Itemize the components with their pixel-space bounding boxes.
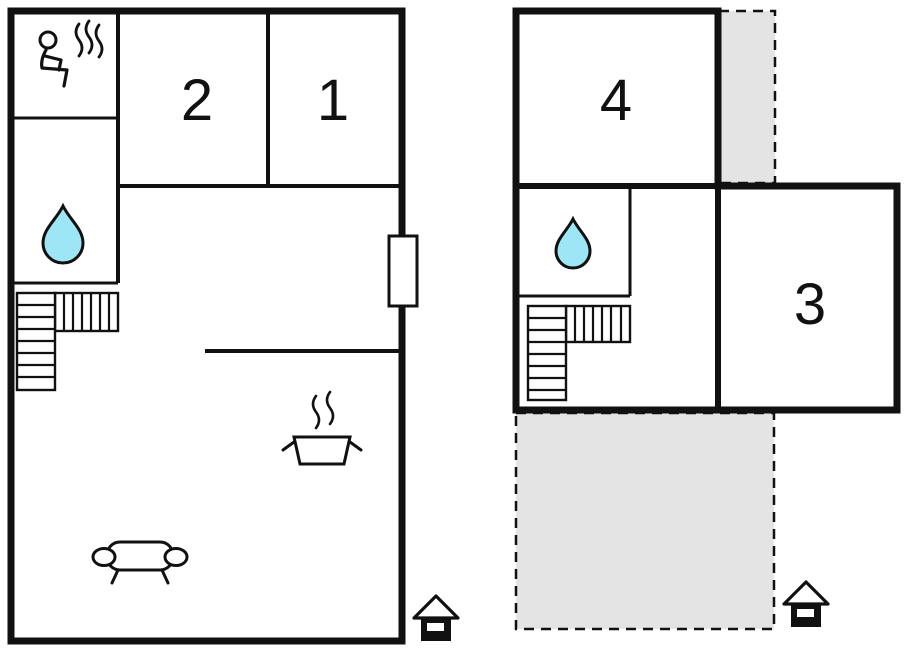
- sauna-person-head: [38, 30, 58, 50]
- pot-body: [292, 435, 352, 466]
- room-label-4: 4: [600, 68, 632, 133]
- heat-waves-icon: [74, 19, 104, 59]
- floor-2-plan: 4 3: [512, 7, 901, 631]
- house-roof: [782, 580, 830, 606]
- sofa-icon: [91, 540, 189, 585]
- sauna-person-icon: [38, 30, 69, 88]
- steam-icon: [311, 390, 335, 430]
- entrance-house-icon: [782, 580, 830, 627]
- stairs-flight-horizontal: [53, 291, 120, 333]
- stairs-steps-horizontal: [573, 306, 623, 342]
- window-door-icon: [387, 234, 419, 308]
- sauna-person-arm: [43, 54, 63, 72]
- stairs-steps-horizontal: [62, 293, 111, 331]
- floor2-outer-wall: [512, 7, 901, 414]
- entrance-house-icon: [412, 594, 460, 641]
- house-roof: [412, 594, 460, 620]
- room-label-2: 2: [181, 68, 213, 133]
- terrace-area-bottom: [514, 411, 776, 631]
- house-window: [427, 623, 444, 631]
- house-window: [797, 609, 814, 617]
- room-label-1: 1: [317, 68, 349, 133]
- terrace-area-top: [717, 9, 777, 185]
- room-label-3: 3: [794, 272, 826, 337]
- cooking-pot-icon: [281, 435, 363, 466]
- pot-handles: [281, 440, 363, 452]
- stairs-steps-vertical: [528, 316, 566, 392]
- water-drop-icon: [554, 215, 592, 270]
- stairs-steps-vertical: [17, 303, 55, 379]
- sofa-arm-left: [91, 547, 117, 567]
- stairs-icon: [15, 291, 120, 392]
- floor-1-plan: 2 1: [7, 7, 460, 645]
- sofa-arm-right: [163, 547, 189, 567]
- sofa-legs: [110, 568, 170, 585]
- sofa-body: [105, 540, 175, 572]
- water-drop-icon: [41, 202, 85, 265]
- stairs-icon: [526, 304, 632, 402]
- sauna-person-body: [40, 48, 69, 88]
